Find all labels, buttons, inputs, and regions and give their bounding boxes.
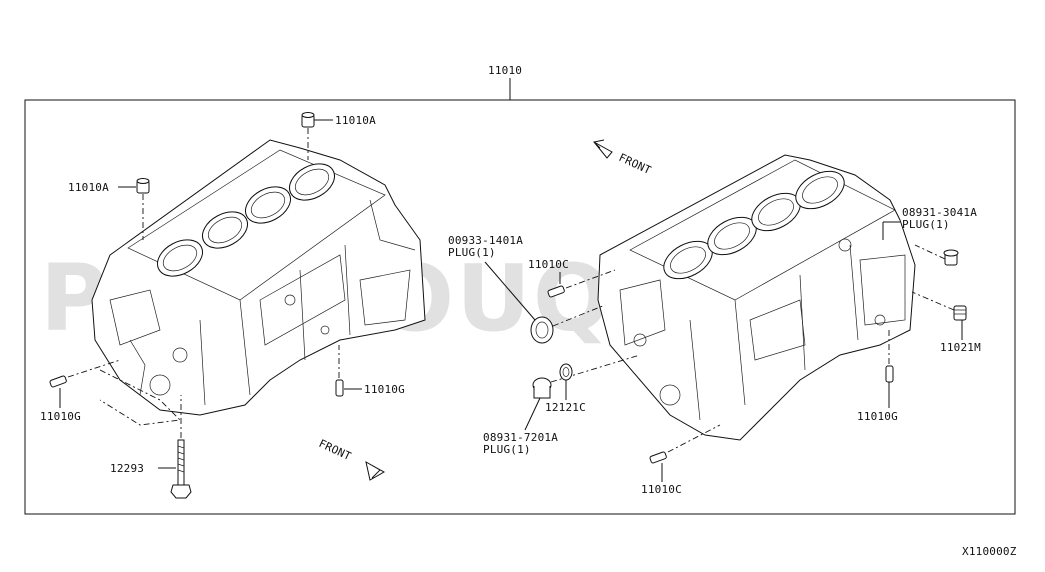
svg-text:11010A: 11010A <box>335 114 376 127</box>
svg-text:PLUG(1): PLUG(1) <box>483 443 531 456</box>
svg-text:08931-3041A: 08931-3041A <box>902 206 977 219</box>
right-cylinder-block <box>597 154 916 441</box>
top-part-number[interactable]: 11010 <box>488 64 522 77</box>
svg-text:11010G: 11010G <box>857 410 898 423</box>
svg-text:11010G: 11010G <box>364 383 405 396</box>
figure-code: X110000Z <box>962 545 1017 558</box>
front-arrow-upper: FRONT <box>592 139 654 177</box>
left-dowel-top[interactable]: 11010A <box>301 112 376 161</box>
svg-text:11010C: 11010C <box>528 258 569 271</box>
plug-drain[interactable]: 08931-7201A PLUG(1) <box>483 354 641 456</box>
washer[interactable]: 12121C <box>545 363 586 414</box>
svg-text:00933-1401A: 00933-1401A <box>448 234 523 247</box>
plug-side[interactable]: 08931-3041A PLUG(1) <box>882 206 977 266</box>
plug-front[interactable]: 00933-1401A PLUG(1) <box>448 234 606 344</box>
svg-text:11021M: 11021M <box>940 341 981 354</box>
svg-text:12121C: 12121C <box>545 401 586 414</box>
right-pin-bottom[interactable]: 11010C <box>641 424 721 496</box>
right-pin-side[interactable]: 11010G <box>857 330 898 423</box>
svg-text:11010C: 11010C <box>641 483 682 496</box>
svg-text:12293: 12293 <box>110 462 144 475</box>
left-cylinder-block <box>91 139 426 416</box>
svg-text:PLUG(1): PLUG(1) <box>448 246 496 259</box>
left-pin-low[interactable]: 11010G <box>40 359 181 426</box>
svg-text:08931-7201A: 08931-7201A <box>483 431 558 444</box>
svg-text:11010G: 11010G <box>40 410 81 423</box>
left-bolt[interactable]: 12293 <box>110 395 192 499</box>
assembly-frame <box>24 99 1016 515</box>
svg-text:11010A: 11010A <box>68 181 109 194</box>
right-pin-top[interactable]: 11010C <box>528 258 616 298</box>
svg-text:PLUG(1): PLUG(1) <box>902 218 950 231</box>
left-dowel-side[interactable]: 11010A <box>68 178 150 241</box>
svg-text:FRONT: FRONT <box>317 437 354 463</box>
sensor[interactable]: 11021M <box>911 291 981 354</box>
svg-text:FRONT: FRONT <box>617 151 654 177</box>
front-arrow-lower: FRONT <box>317 437 386 481</box>
left-pin-center[interactable]: 11010G <box>335 345 405 397</box>
